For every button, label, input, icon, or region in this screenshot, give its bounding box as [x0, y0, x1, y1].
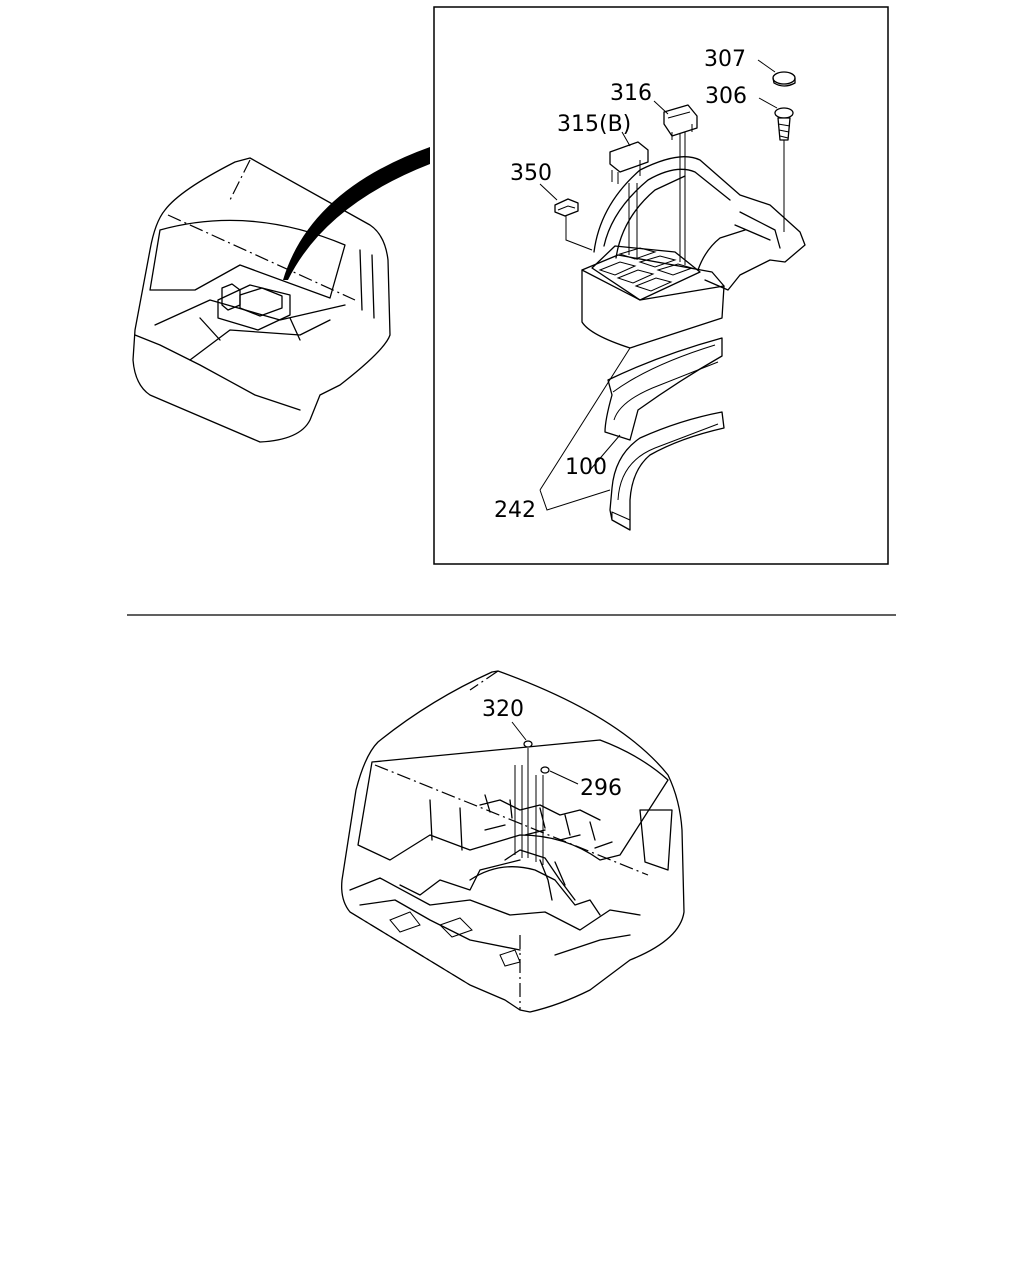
detail-frame	[433, 6, 889, 565]
console-detail	[565, 132, 806, 349]
callout-316: 316	[610, 81, 652, 106]
trim-panel-100	[604, 337, 723, 441]
callout-100: 100	[565, 455, 607, 480]
callout-320: 320	[482, 697, 524, 722]
leader-242	[539, 347, 631, 511]
part-306-screw	[774, 107, 794, 141]
part-315b-bracket	[609, 141, 649, 184]
cab-overview-top	[132, 157, 391, 443]
cab-floor-view	[341, 670, 685, 1013]
callout-306: 306	[705, 84, 747, 109]
callout-307: 307	[704, 47, 746, 72]
part-316-bracket	[663, 104, 698, 140]
callout-242: 242	[494, 498, 536, 523]
leader-100	[589, 434, 621, 471]
callout-296: 296	[580, 776, 622, 801]
part-350-clip	[554, 198, 579, 217]
detail-pointer-wedge	[283, 147, 430, 280]
callout-315b: 315(B)	[557, 112, 631, 137]
trim-panel-242	[609, 411, 725, 531]
callout-350: 350	[510, 161, 552, 186]
part-307-cap	[772, 71, 796, 87]
